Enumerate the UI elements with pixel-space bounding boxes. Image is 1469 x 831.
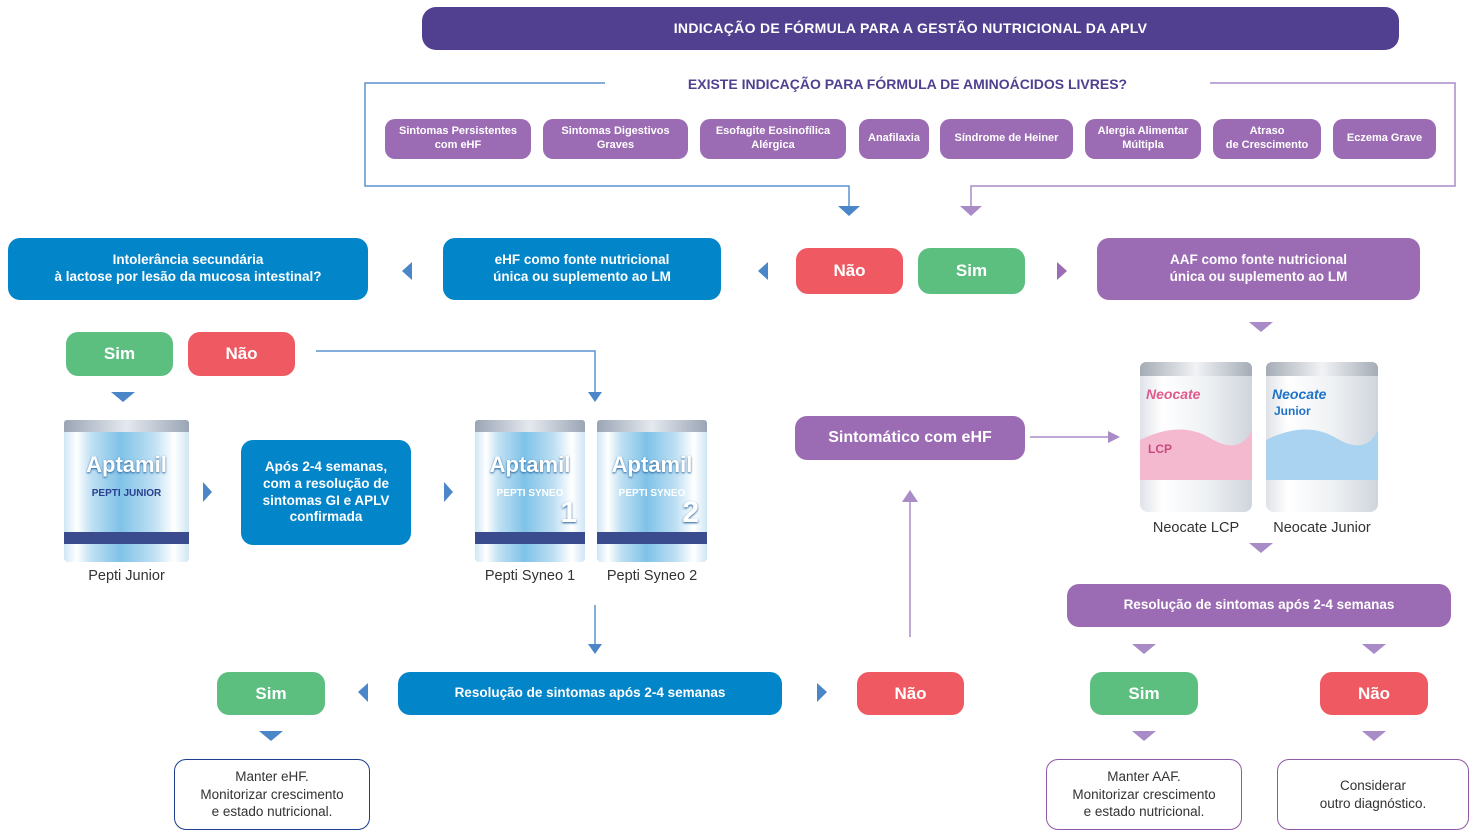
aaf-question-title: EXISTE INDICAÇÃO PARA FÓRMULA DE AMINOÁC…	[605, 73, 1210, 95]
indication-line: Sintomas Digestivos	[561, 125, 670, 138]
page-title-text: INDICAÇÃO DE FÓRMULA PARA A GESTÃO NUTRI…	[673, 19, 1148, 36]
product-sub-label: PEPTI SYNEO	[618, 488, 686, 499]
indication-line: Esofagite Eosinofílica	[715, 125, 831, 138]
aaf-line: única ou suplemento ao LM	[1169, 269, 1348, 284]
brand-label: Aptamil	[86, 452, 167, 477]
indication-pill: Anafilaxia	[859, 119, 929, 159]
note-line: Manter eHF.	[235, 769, 309, 785]
note-line: e estado nutricional.	[1083, 804, 1205, 820]
indication-line: Atraso	[1249, 125, 1285, 138]
keep-ehf-note: Manter eHF.Monitorizar crescimento e esta…	[174, 759, 370, 830]
keep-aaf-note: Manter AAF.Monitorizar crescimento e esta…	[1046, 759, 1242, 830]
note-line: Manter AAF.	[1107, 769, 1181, 785]
indication-line: Graves	[596, 139, 635, 151]
aaf-sim-button[interactable]: Sim	[1090, 672, 1198, 715]
sim-label: Sim	[103, 344, 136, 364]
symptomatic-ehf-box: Sintomático com eHF	[795, 416, 1025, 460]
aaf-question-text: EXISTE INDICAÇÃO PARA FÓRMULA DE AMINOÁC…	[687, 76, 1128, 92]
ehf-line: eHF como fonte nutricional	[494, 252, 670, 268]
neocate-lcp-caption: Neocate LCP	[1152, 520, 1240, 536]
sim-label: Sim	[255, 683, 287, 703]
after-weeks-line: Após 2-4 semanas,	[264, 458, 388, 474]
nao-label: Não	[225, 344, 258, 364]
after-weeks-box: Após 2-4 semanas, com a resolução de sin…	[241, 440, 411, 545]
product-sub-label: Junior	[1274, 404, 1311, 418]
product-sub-label: LCP	[1148, 442, 1172, 456]
indication-line: Múltipla	[1122, 139, 1164, 151]
pepti-syneo-1-image: Aptamil PEPTI SYNEO 1	[475, 420, 585, 562]
indication-line: Alergia Alimentar	[1097, 125, 1189, 138]
sim-label: Sim	[1128, 683, 1160, 703]
pepti-syneo-2-caption: Pepti Syneo 2	[606, 568, 698, 584]
product-sub-label: PEPTI JUNIOR	[91, 488, 162, 499]
pepti-syneo-1-caption: Pepti Syneo 1	[484, 568, 576, 584]
nao-label: Não	[894, 683, 927, 703]
neocate-lcp-wave	[1140, 429, 1252, 480]
brand-label: Aptamil	[611, 452, 693, 477]
lactose-nao-button[interactable]: Não	[188, 332, 295, 376]
indication-pill: Síndrome de Heiner	[940, 119, 1073, 159]
nao-label: Não	[833, 261, 866, 281]
indication-line: Sintomas Persistentes	[399, 125, 517, 138]
after-weeks-line: sintomas GI e APLV	[262, 492, 390, 508]
sim-label: Sim	[955, 261, 988, 281]
neocate-junior-image: Neocate Junior	[1266, 362, 1378, 512]
aaf-line: AAF como fonte nutricional	[1169, 252, 1347, 268]
brand-label: Aptamil	[489, 452, 571, 477]
other-diagnosis-note: Considerar outro diagnóstico.	[1277, 759, 1469, 830]
indication-line: Anafilaxia	[868, 132, 920, 145]
ehf-line: única ou suplemento ao LM	[493, 269, 671, 284]
indication-line: Síndrome de Heiner	[954, 132, 1059, 145]
page-title: INDICAÇÃO DE FÓRMULA PARA A GESTÃO NUTRI…	[422, 7, 1399, 50]
lactose-line: Intolerância secundária	[112, 252, 264, 268]
lactose-sim-button[interactable]: Sim	[66, 332, 173, 376]
resolution-label: Resolução de sintomas após 2-4 semanas	[454, 685, 726, 701]
neocate-junior-caption: Neocate Junior	[1273, 520, 1371, 536]
product-sub-label: PEPTI SYNEO	[496, 488, 564, 499]
resolution-sim-button[interactable]: Sim	[217, 672, 325, 715]
note-line: Considerar	[1339, 777, 1406, 793]
pepti-junior-caption: Pepti Junior	[88, 568, 165, 584]
product-number: 2	[682, 496, 699, 529]
sim-button[interactable]: Sim	[918, 248, 1025, 294]
product-number: 1	[560, 496, 577, 529]
resolution-blue-box: Resolução de sintomas após 2-4 semanas	[398, 672, 782, 715]
nao-label: Não	[1357, 683, 1391, 703]
resolution-purple-box: Resolução de sintomas após 2-4 semanas	[1067, 584, 1451, 627]
symptomatic-label: Sintomático com eHF	[828, 429, 992, 446]
pepti-syneo-2-image: Aptamil PEPTI SYNEO 2	[597, 420, 707, 562]
note-line: outro diagnóstico.	[1319, 795, 1427, 811]
indication-line: Alérgica	[751, 139, 795, 151]
indication-line: Eczema Grave	[1346, 132, 1423, 145]
after-weeks-line: confirmada	[289, 509, 363, 525]
after-weeks-line: com a resolução de	[262, 475, 390, 491]
aaf-nao-button[interactable]: Não	[1320, 672, 1428, 715]
note-line: Monitorizar crescimento	[1072, 786, 1216, 802]
brand-label: Neocate	[1146, 386, 1201, 402]
resolution-nao-button[interactable]: Não	[857, 672, 964, 715]
indication-line: de Crescimento	[1225, 139, 1309, 151]
brand-label: Neocate	[1272, 386, 1327, 402]
neocate-lcp-image: Neocate LCP	[1140, 362, 1252, 512]
note-line: e estado nutricional.	[211, 804, 333, 820]
pepti-junior-image: Aptamil PEPTI JUNIOR	[64, 420, 189, 562]
lactose-line: à lactose por lesão da mucosa intestinal…	[54, 269, 322, 284]
resolution-label: Resolução de sintomas após 2-4 semanas	[1123, 597, 1395, 613]
indication-line: com eHF	[434, 139, 482, 151]
note-line: Monitorizar crescimento	[200, 786, 344, 802]
indication-pill: Eczema Grave	[1333, 119, 1436, 159]
neocate-junior-wave	[1266, 429, 1378, 480]
nao-button[interactable]: Não	[796, 248, 903, 294]
